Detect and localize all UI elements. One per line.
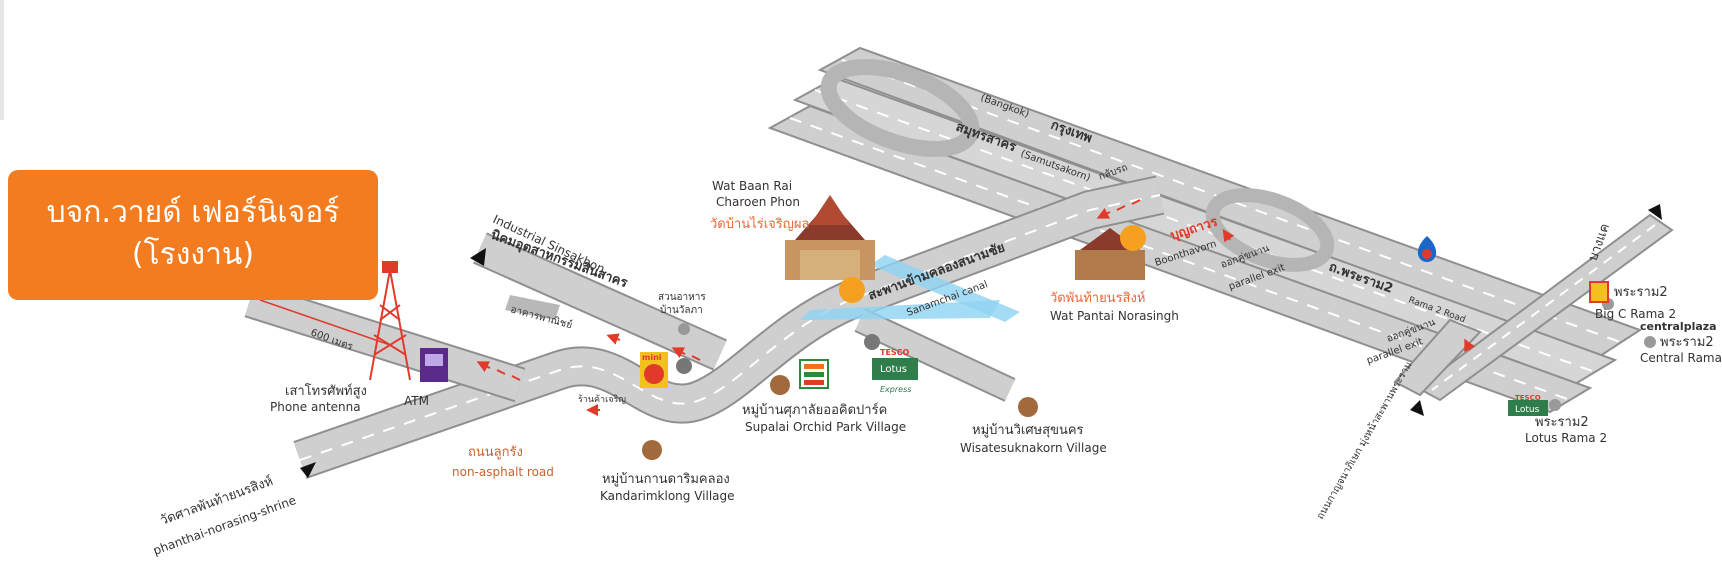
label-wisate-en: Wisatesuknakorn Village [960, 441, 1107, 455]
label-atm: ATM [404, 394, 429, 408]
label-supalai-th: หมู่บ้านศุภาลัยออคิดปาร์ค [742, 402, 887, 418]
label-central-th: พระราม2 [1660, 335, 1714, 350]
bigc-logo [1589, 281, 1609, 303]
label-lotus-r2-en: Lotus Rama 2 [1525, 431, 1607, 445]
label-tesco-2: TESCO [1515, 394, 1541, 402]
label-lotus-express: Express [880, 385, 911, 394]
marker-pantai [1120, 225, 1146, 251]
label-wat-baan-rai-th: วัดบ้านไร่เจริญผล [710, 216, 809, 232]
marker-mini [676, 358, 692, 374]
label-garden-1: สวนอาหาร [658, 292, 706, 303]
marker-garden [678, 323, 690, 335]
label-bigc-en: Big C Rama 2 [1595, 307, 1676, 321]
label-lotus-1: Lotus [880, 364, 907, 375]
label-wat-baan-rai-en2: Charoen Phon [716, 195, 800, 209]
edge-arrows [300, 204, 1662, 478]
direction-arrows [482, 199, 1476, 416]
label-kandarim-th: หมู่บ้านกานดาริมคลอง [602, 472, 730, 487]
factory-title-line1: บจก.วายด์ เฟอร์นิเจอร์ [46, 195, 340, 230]
label-garden-2: บ้านวัลภา [660, 304, 703, 316]
label-kanchanapisek: ถนนกาญจนาภิเษก มุ่งหน้าสะพานพระราม [1314, 360, 1414, 522]
label-mini: mini [642, 353, 662, 362]
label-shop-small: ร้านค้าเจริญ [578, 394, 626, 405]
label-supalai-en: Supalai Orchid Park Village [745, 420, 906, 434]
tesco-lotus-express-logo [872, 358, 918, 380]
factory-title-line2: (โรงงาน) [131, 237, 255, 272]
marker-supalai [770, 375, 790, 395]
bangkae-road [1393, 213, 1674, 402]
factory-title-badge: บจก.วายด์ เฟอร์นิเจอร์ (โรงงาน) [8, 170, 378, 300]
label-wisate-th: หมู่บ้านวิเศษสุขนคร [972, 423, 1084, 438]
label-antenna-en: Phone antenna [270, 400, 361, 414]
label-tesco-1: TESCO [880, 348, 910, 357]
label-bigc-th: พระราม2 [1614, 285, 1668, 300]
label-central-brand: centralplaza [1640, 320, 1717, 333]
sanamchai-canal [800, 300, 1000, 320]
marker-central [1644, 336, 1656, 348]
tesco-lotus-rama2-logo [1508, 400, 1548, 416]
label-wat-pantai-en: Wat Pantai Norasingh [1050, 309, 1179, 323]
label-central-en: Central Rama 2 [1640, 351, 1722, 365]
marker-lotus-r2 [1549, 399, 1561, 411]
ptt-logo [1417, 236, 1437, 262]
marker-wisate [1018, 397, 1038, 417]
label-wat-pantai-th: วัดพันท้ายนรสิงห์ [1050, 290, 1145, 306]
seven-eleven-logo [799, 359, 829, 389]
label-antenna-th: เสาโทรศัพท์สูง [285, 383, 367, 399]
label-lotus-2: Lotus [1515, 405, 1540, 415]
marker-kandarim [642, 440, 662, 460]
rama2-highway [767, 46, 1643, 414]
label-nonasphalt-th: ถนนลูกรัง [468, 445, 523, 460]
local-route [244, 175, 1165, 479]
label-kandarim-en: Kandarimklong Village [600, 489, 735, 503]
label-wat-baan-rai-en1: Wat Baan Rai [712, 179, 792, 193]
marker-baan-rai [839, 277, 865, 303]
phone-antenna-icon [369, 261, 411, 381]
label-nonasphalt-en: non-asphalt road [452, 465, 554, 479]
mini-c-logo [640, 352, 668, 388]
label-lotus-r2-th: พระราม2 [1535, 415, 1589, 430]
temple-icon-baan-rai [785, 195, 875, 280]
marker-lotus-express [864, 334, 880, 350]
